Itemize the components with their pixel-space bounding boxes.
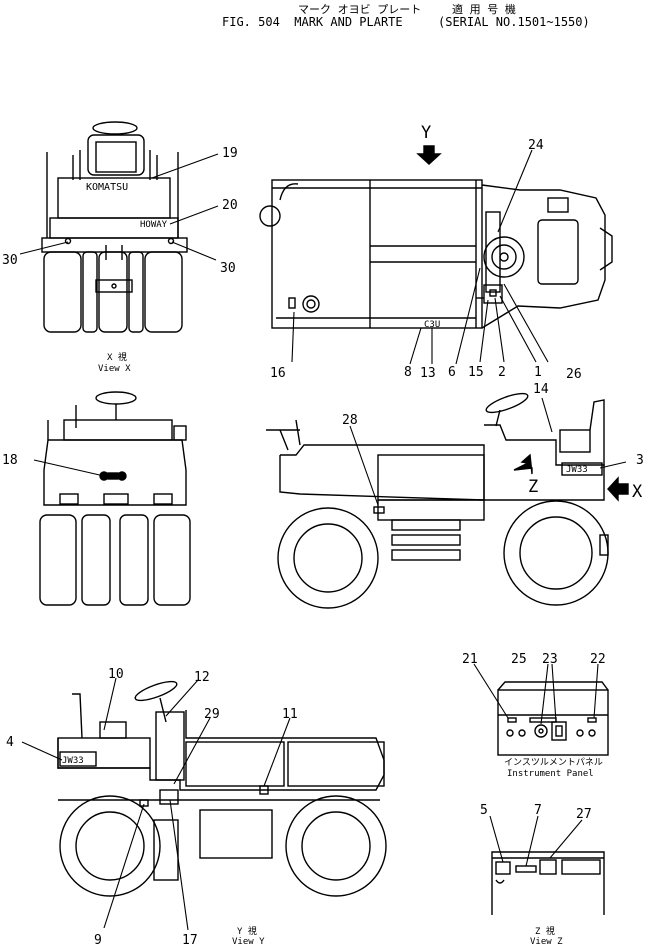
callout-8: 8 (404, 365, 412, 380)
callout-4: 4 (6, 735, 14, 750)
callout-18: 18 (2, 453, 18, 468)
callout-6: 6 (448, 365, 456, 380)
view-x-caption: View X (98, 364, 131, 374)
arrow-z-label: Z (528, 477, 538, 497)
instrument-panel-jp: インスツルメントパネル (504, 757, 603, 768)
callout-28: 28 (342, 413, 358, 428)
callout-2: 2 (498, 365, 506, 380)
applicable-jp: 適 用 号 機 (452, 3, 516, 16)
callout-12: 12 (194, 670, 210, 685)
callout-27: 27 (576, 807, 592, 822)
callout-14: 14 (533, 382, 549, 397)
callout-5: 5 (480, 803, 488, 818)
view-y-drawing (57, 680, 387, 897)
callout-20: 20 (222, 198, 238, 213)
top-view-drawing: C3U (259, 179, 613, 330)
plate-code-label: C3U (424, 320, 440, 330)
serial-range: (SERIAL NO.1501~1550) (438, 15, 590, 29)
callout-13: 13 (420, 366, 436, 381)
jw33-plate-rear-text: JW33 (62, 756, 84, 766)
view-x-jp: X 視 (107, 351, 127, 363)
side-view-drawing (266, 392, 609, 609)
title-kana: マーク オヨビ プレート (298, 3, 422, 16)
callout-9: 9 (94, 933, 102, 946)
callout-7: 7 (534, 803, 542, 818)
callout-10: 10 (108, 667, 124, 682)
jw33-plate-side-text: JW33 (566, 465, 588, 475)
arrows (99, 145, 629, 502)
view-y-caption: View Y (232, 937, 265, 946)
callout-17: 17 (182, 933, 198, 946)
view-x-drawing (41, 121, 188, 333)
front-view-drawing (39, 391, 191, 606)
callout-15: 15 (468, 365, 484, 380)
view-z-caption: View Z (530, 937, 563, 946)
callout-30-right: 30 (220, 261, 236, 276)
callout-24: 24 (528, 138, 544, 153)
callout-19: 19 (222, 146, 238, 161)
callout-25: 25 (511, 652, 527, 667)
callout-3: 3 (636, 453, 644, 468)
view-y-jp: Y 視 (237, 925, 257, 937)
arrow-y-label: Y (421, 123, 431, 143)
view-z-drawing (491, 851, 605, 915)
callout-26: 26 (566, 367, 582, 382)
howay-plate-text: HOWAY (140, 220, 168, 230)
leader-lines (19, 149, 627, 931)
callout-23: 23 (542, 652, 558, 667)
callout-29: 29 (204, 707, 220, 722)
callout-30-left: 30 (2, 253, 18, 268)
figure-title: FIG. 504 MARK AND PLARTE (222, 15, 403, 29)
callout-1: 1 (534, 365, 542, 380)
callout-16: 16 (270, 366, 286, 381)
callout-11: 11 (282, 707, 298, 722)
arrow-x-label: X (632, 482, 643, 502)
view-z-jp: Z 視 (535, 925, 555, 937)
callout-22: 22 (590, 652, 606, 667)
callout-21: 21 (462, 652, 478, 667)
komatsu-plate-text: KOMATSU (86, 182, 128, 193)
instrument-panel-caption: Instrument Panel (507, 769, 594, 779)
instrument-panel-drawing (497, 681, 609, 756)
